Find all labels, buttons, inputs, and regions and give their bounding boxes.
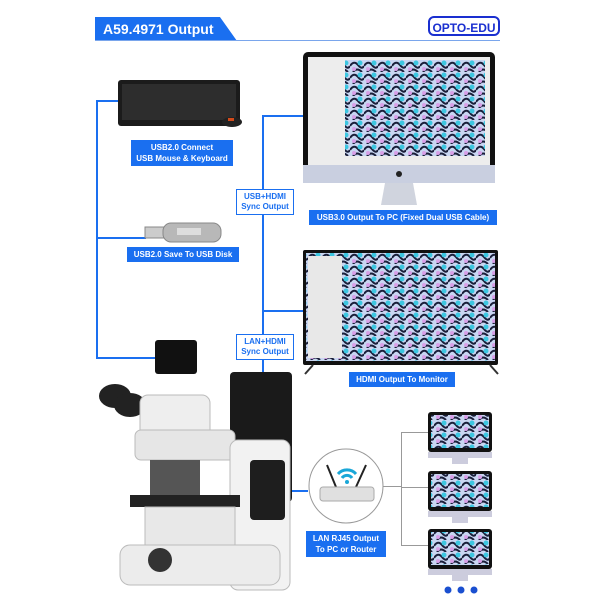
network-branch [401, 487, 428, 488]
connector-left-vertical [96, 100, 98, 359]
label-line: Sync Output [241, 202, 289, 211]
connector-keyboard [96, 100, 118, 102]
network-pc-icon [428, 412, 492, 464]
label-line: LAN RJ45 Output [312, 534, 380, 543]
label-line: LAN+HDMI [244, 337, 286, 346]
network-branch [381, 486, 401, 487]
more-ellipsis-icon [444, 586, 478, 594]
page-title: A59.4971 Output [95, 17, 237, 41]
keyboard-label: USB2.0 Connect USB Mouse & Keyboard [131, 140, 233, 166]
connector-usb-disk [96, 237, 146, 239]
microscope-icon [99, 340, 292, 591]
router-label: LAN RJ45 Output To PC or Router [306, 531, 386, 557]
network-branch [401, 432, 428, 433]
monitor-output-label: HDMI Output To Monitor [349, 372, 455, 387]
network-pc-icon [428, 471, 492, 523]
label-line: USB+HDMI [243, 192, 286, 201]
brand-logo: OPTO-EDU [428, 16, 500, 36]
connector-center-vertical [262, 115, 264, 492]
tv-monitor-icon [303, 250, 499, 375]
connector-pc [262, 115, 304, 117]
title-divider [95, 40, 500, 41]
label-line: USB Mouse & Keyboard [136, 154, 228, 163]
usb-disk-label: USB2.0 Save To USB Disk [127, 247, 239, 262]
connector-camera [96, 357, 156, 359]
router-icon [308, 448, 384, 524]
keyboard-icon [118, 80, 242, 127]
connector-monitor [262, 310, 304, 312]
label-line: To PC or Router [315, 545, 377, 554]
pc-monitor-icon [303, 52, 495, 205]
usb-hdmi-label: USB+HDMI Sync Output [236, 189, 294, 215]
network-trunk [401, 432, 402, 546]
usb-disk-icon [144, 222, 222, 243]
network-pc-icon [428, 529, 492, 581]
network-branch [401, 545, 428, 546]
pc-output-label: USB3.0 Output To PC (Fixed Dual USB Cabl… [309, 210, 497, 225]
label-line: Sync Output [241, 347, 289, 356]
lan-hdmi-label: LAN+HDMI Sync Output [236, 334, 294, 360]
label-line: USB2.0 Connect [150, 143, 214, 152]
